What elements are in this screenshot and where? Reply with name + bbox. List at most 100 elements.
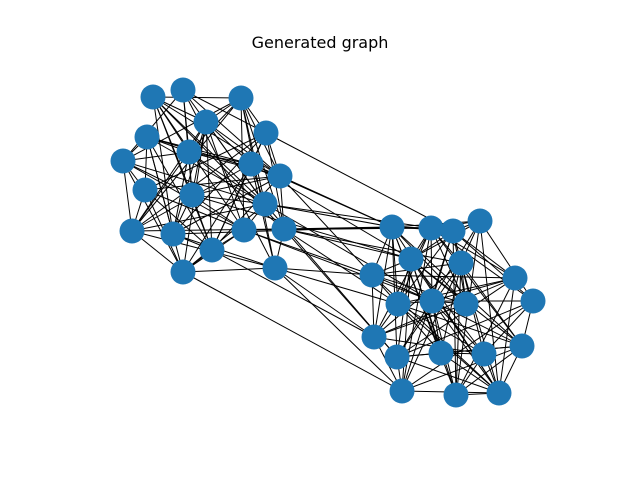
- graph-node: [199, 237, 225, 263]
- graph-edge: [205, 121, 281, 177]
- graph-edge: [211, 175, 281, 251]
- graph-edge: [243, 229, 433, 302]
- graph-edge: [283, 228, 412, 260]
- graph-edge: [122, 160, 184, 273]
- graph-edge: [460, 262, 500, 394]
- graph-node: [170, 77, 196, 103]
- graph-edge: [397, 303, 485, 355]
- graph-edge: [243, 229, 373, 276]
- graph-edge: [373, 227, 432, 338]
- graph-node: [440, 218, 466, 244]
- graph-edge: [274, 267, 399, 305]
- graph-edge: [283, 228, 462, 264]
- graph-node: [179, 182, 205, 208]
- graph-edge: [172, 121, 207, 235]
- graph-edge: [265, 132, 454, 232]
- graph-node: [418, 215, 444, 241]
- graph-node: [267, 163, 293, 189]
- graph-edge: [371, 274, 516, 279]
- graph-edge: [191, 175, 281, 196]
- graph-edge: [146, 136, 266, 205]
- graph-edge: [122, 89, 184, 162]
- graph-nodes: [110, 77, 546, 408]
- graph-node: [486, 380, 512, 406]
- graph-edge: [410, 258, 457, 396]
- graph-edge: [182, 203, 266, 273]
- graph-edge: [191, 194, 412, 260]
- graph-node: [520, 288, 546, 314]
- graph-node: [419, 288, 445, 314]
- graph-edge: [182, 89, 267, 134]
- graph-node: [132, 177, 158, 203]
- graph-edge: [455, 345, 523, 396]
- graph-edge: [397, 277, 516, 305]
- graph-node: [389, 378, 415, 404]
- graph-node: [398, 246, 424, 272]
- graph-node: [384, 344, 410, 370]
- graph-edge: [131, 151, 190, 232]
- graph-edge: [144, 189, 245, 231]
- graph-edge: [455, 277, 516, 396]
- graph-edge: [397, 303, 523, 347]
- graph-edge: [279, 175, 373, 276]
- graph-edge: [144, 175, 281, 191]
- graph-node: [471, 341, 497, 367]
- graph-edge: [122, 160, 193, 196]
- graph-edge: [396, 300, 534, 358]
- graph-node: [193, 109, 219, 135]
- graph-edge: [131, 132, 267, 232]
- graph-edge: [264, 203, 393, 228]
- graph-edge: [455, 262, 462, 396]
- graph-edge: [172, 132, 267, 235]
- graph-node: [160, 221, 186, 247]
- graph-edge: [396, 220, 481, 358]
- graph-edge: [479, 220, 534, 302]
- graph-edge: [131, 203, 266, 232]
- graph-node: [443, 382, 469, 408]
- graph-node: [231, 217, 257, 243]
- graph-edge: [401, 345, 523, 392]
- graph-edge: [371, 274, 467, 305]
- graph-edge: [274, 267, 375, 338]
- graph-edge: [182, 163, 252, 273]
- graph-node: [271, 216, 297, 242]
- graph-edge: [396, 356, 500, 394]
- graph-edge: [122, 97, 242, 162]
- graph-edge: [144, 132, 267, 191]
- graph-edge: [498, 277, 516, 394]
- graph-node: [170, 259, 196, 285]
- graph-node: [110, 148, 136, 174]
- graph-edge: [144, 189, 213, 251]
- graph-edges: [122, 89, 534, 396]
- graph-node: [509, 333, 535, 359]
- graph-node: [134, 124, 160, 150]
- graph-node: [253, 120, 279, 146]
- graph-node: [428, 340, 454, 366]
- graph-edge: [401, 262, 462, 392]
- graph-edge: [274, 267, 403, 392]
- graph-node: [252, 191, 278, 217]
- graph-node: [502, 265, 528, 291]
- graph-node: [359, 262, 385, 288]
- graph-node: [379, 214, 405, 240]
- graph-node: [467, 208, 493, 234]
- graph-edge: [205, 121, 213, 251]
- graph-edge: [431, 300, 523, 347]
- graph-node: [361, 324, 387, 350]
- graph-node: [228, 85, 254, 111]
- graph-node: [238, 151, 264, 177]
- graph-node: [385, 291, 411, 317]
- graph-edge: [182, 89, 281, 177]
- graph-edge: [188, 151, 285, 230]
- graph-edge: [211, 249, 375, 338]
- graph-edge: [205, 121, 245, 231]
- graph-node: [262, 255, 288, 281]
- graph-edge: [410, 258, 500, 394]
- graph-edge: [479, 220, 500, 394]
- graph-edge: [431, 277, 516, 302]
- graph-edge: [152, 96, 266, 205]
- graph-edge: [152, 96, 213, 251]
- graph-title: Generated graph: [251, 33, 389, 52]
- graph-node: [453, 291, 479, 317]
